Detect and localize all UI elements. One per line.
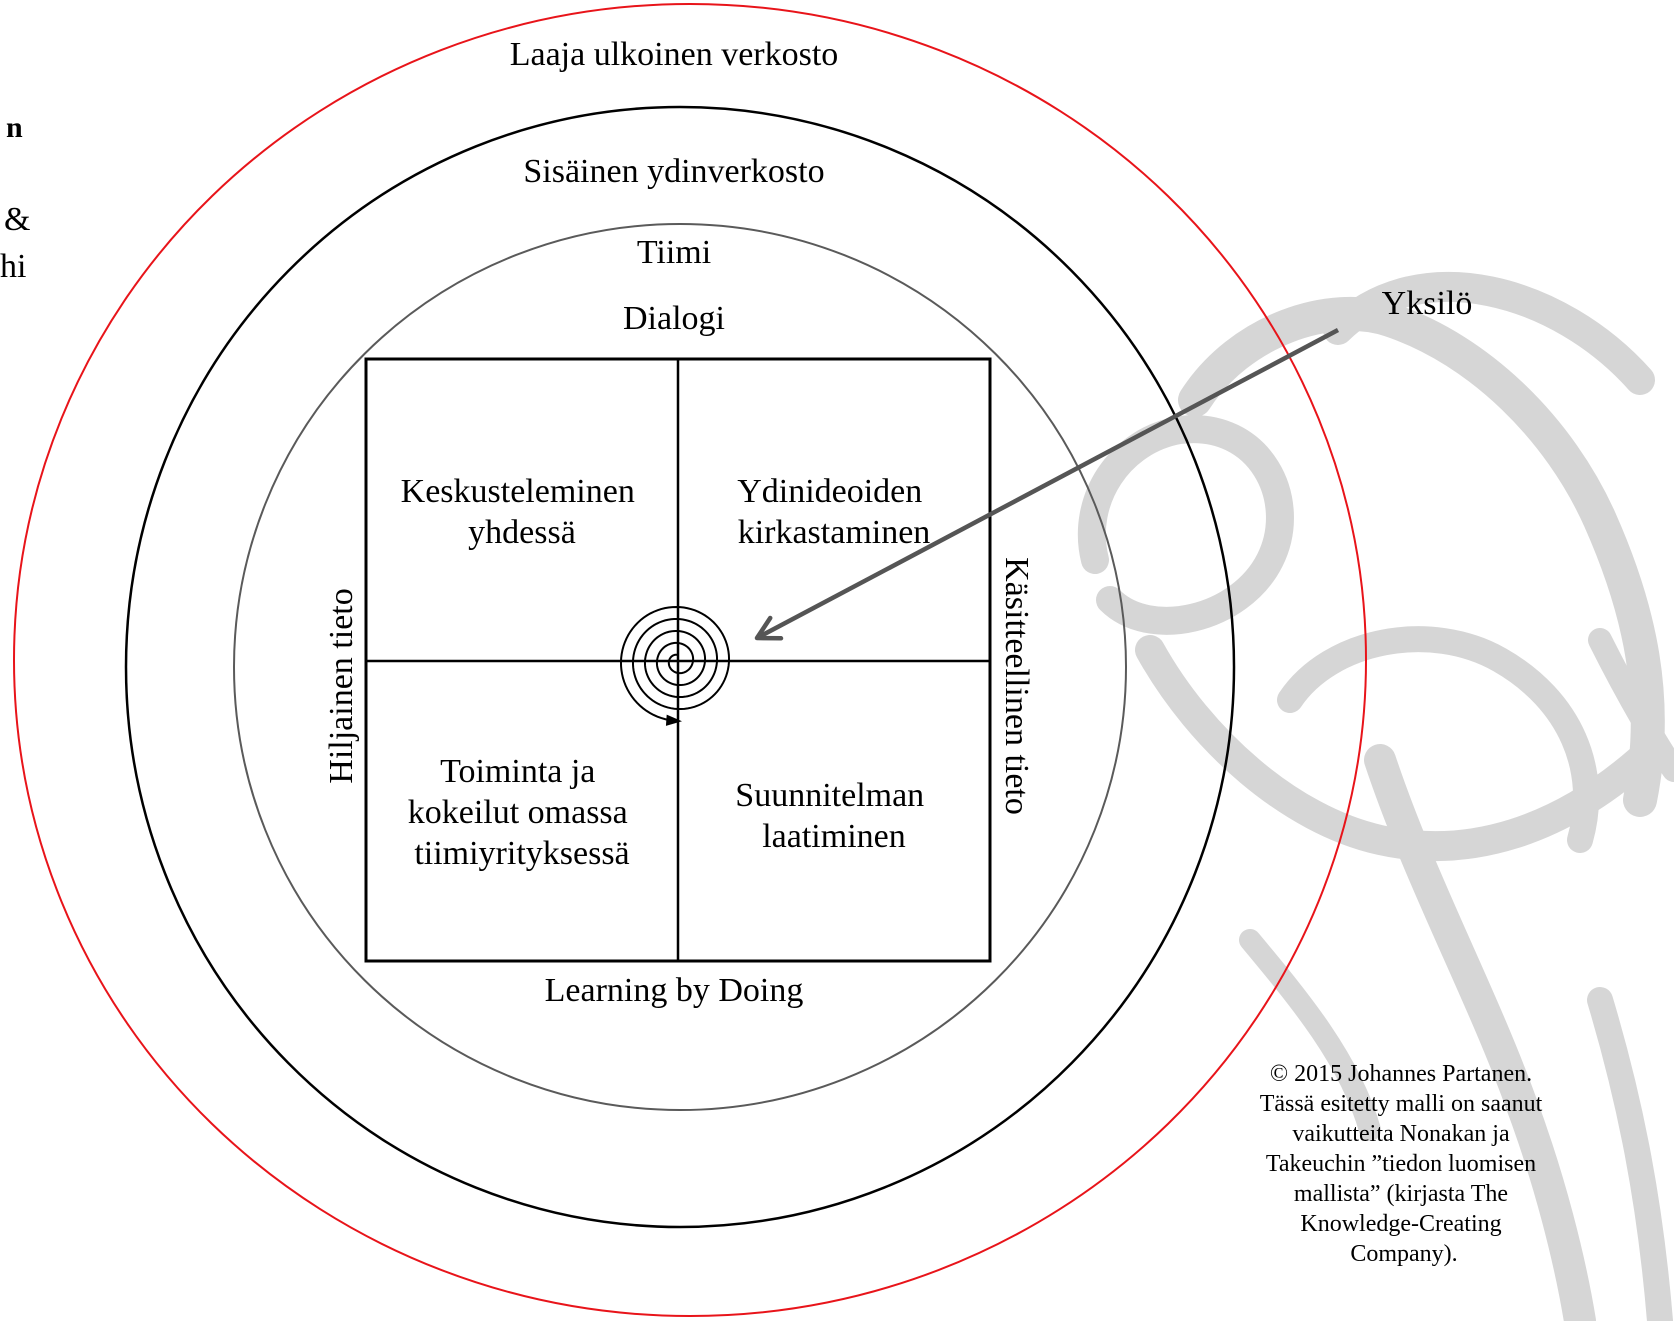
individual-label: Yksilö: [1382, 285, 1473, 322]
copyright-note: © 2015 Johannes Partanen. Tässä esitetty…: [1260, 1061, 1549, 1267]
watermark-stroke: [1277, 626, 1600, 853]
quadrant-top-right-text: Ydinideoiden kirkastaminen: [737, 473, 931, 551]
individual-arrowhead: [754, 615, 784, 641]
inner-ring-label: Tiimi: [637, 234, 711, 271]
watermark-stroke: [1364, 744, 1596, 1321]
outer-network-ring: [13, 3, 1367, 1317]
core-network-ring: [124, 105, 1236, 1229]
quadrant-bottom-right-text: Suunnitelman laatiminen: [735, 777, 932, 855]
watermark-logo: [1077, 272, 1674, 1321]
watermark-stroke: [1178, 296, 1665, 817]
middle-ring-label: Sisäinen ydinverkosto: [523, 153, 824, 190]
tacit-knowledge-label: Hiljainen tieto: [323, 588, 360, 783]
quadrant-bottom-left-text: Toiminta ja kokeilut omassa tiimiyrityks…: [408, 753, 637, 872]
spiral-arrowhead: [665, 714, 682, 726]
team-ring: [233, 223, 1127, 1111]
knowledge-spiral: [619, 605, 731, 722]
watermark-stroke: [1239, 929, 1381, 1141]
outer-ring-label: Laaja ulkoinen verkosto: [510, 36, 839, 73]
explicit-knowledge-label: Käsitteellinen tieto: [998, 557, 1035, 815]
cut-off-text-fragment-2: hi: [0, 248, 26, 285]
watermark-stroke: [1588, 628, 1674, 782]
matrix-top-label: Dialogi: [623, 300, 725, 337]
quadrant-top-left-text: Keskusteleminen yhdessä: [401, 473, 644, 551]
watermark-stroke: [1077, 415, 1294, 635]
individual-arrow: [755, 328, 1340, 640]
watermark-stroke: [1135, 635, 1655, 862]
watermark-stroke: [1587, 987, 1673, 1321]
cut-off-heading-fragment: n: [6, 111, 23, 144]
matrix-bottom-label: Learning by Doing: [545, 972, 804, 1009]
cut-off-text-fragment-1: &: [4, 201, 30, 238]
